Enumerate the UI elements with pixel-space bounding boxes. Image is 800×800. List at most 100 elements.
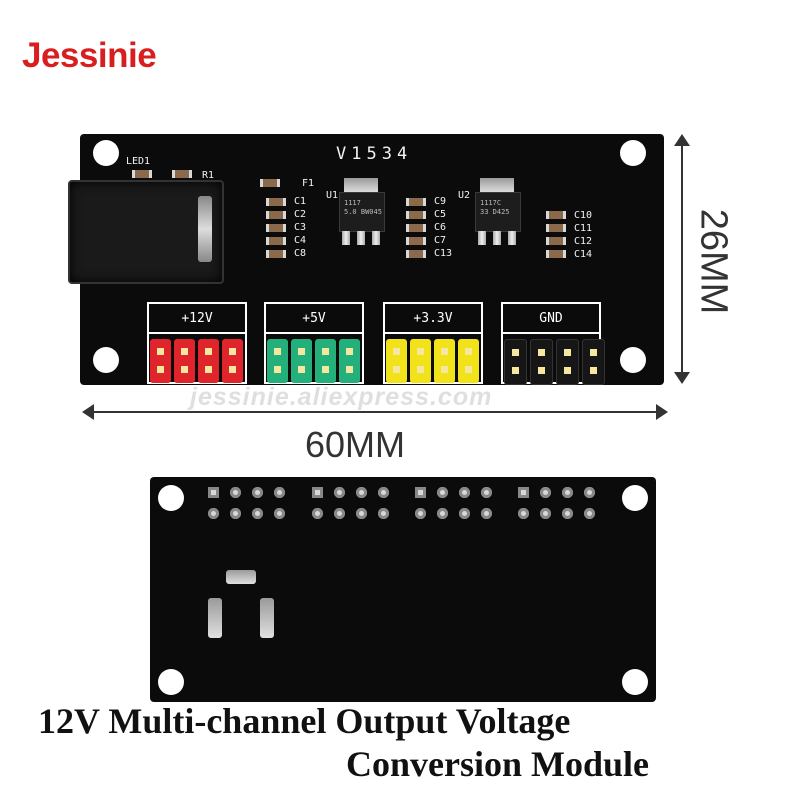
solder-pad [584,487,595,498]
product-title-line1: 12V Multi-channel Output Voltage [38,701,571,741]
solder-pad [230,508,241,519]
pin-header-5v[interactable] [267,339,360,383]
regulator-u1: 1117 5.0 BW045 [339,192,385,232]
u2-chip-marking: 1117C 33 D425 [480,199,510,216]
capacitor [266,237,286,245]
mounting-hole [620,140,646,166]
solder-pad [274,487,285,498]
capacitor [546,211,566,219]
mounting-hole [93,140,119,166]
solder-pad [562,508,573,519]
capacitor [406,224,426,232]
solder-pad [437,487,448,498]
u1-leg [372,231,380,245]
arrow-up-icon [674,134,690,146]
solder-pad [481,487,492,498]
mounting-hole [93,347,119,373]
width-dimension-label: 60MM [305,424,406,465]
arrow-right-icon [656,404,668,420]
capacitor [546,224,566,232]
dc-power-jack [68,180,224,284]
solder-pad [208,487,219,498]
jack-solder-pad [226,570,256,584]
u2-leg [478,231,486,245]
capacitor-labels-right: C10 C11 C12 C14 [574,210,592,261]
output-label-gnd: GND [501,302,601,334]
arrow-left-icon [82,404,94,420]
resistor-component [172,170,192,178]
header-pin [222,339,243,383]
cap-label: C7 [434,235,447,246]
cap-label: C3 [294,222,307,233]
output-label-5v: +5V [264,302,364,334]
solder-pad [378,487,389,498]
watermark: jessinie.aliexpress.com [190,383,493,411]
jack-barrel [198,196,212,262]
u1-label: U1 [326,190,339,201]
header-pin [291,339,312,383]
solder-pad [540,487,551,498]
header-pin [150,339,171,383]
cap-label: C8 [294,248,307,259]
solder-pad [274,508,285,519]
mounting-hole [620,347,646,373]
product-title-line2: Conversion Module [346,744,650,784]
capacitor [406,211,426,219]
output-label-12v: +12V [147,302,247,334]
jack-solder-pad [260,598,274,638]
solder-pad [312,487,323,498]
led-label: LED1 [126,156,151,167]
pin-header-12v[interactable] [150,339,243,383]
solder-pad [312,508,323,519]
solder-pad [584,508,595,519]
u1-heat-tab [344,178,378,192]
cap-label: C2 [294,209,307,220]
header-pin [458,339,479,383]
header-pin [174,339,195,383]
solder-pad [252,508,263,519]
regulator-u2: 1117C 33 D425 [475,192,521,232]
capacitor [266,198,286,206]
capacitor [266,224,286,232]
solder-pad [334,508,345,519]
brand-logo: Jessinie [22,36,157,75]
header-pin [530,339,553,385]
solder-pad [334,487,345,498]
solder-pad [415,487,426,498]
mounting-hole [622,669,648,695]
output-frame-5v [264,332,364,384]
pin-header-3v3[interactable] [386,339,479,383]
solder-pad [459,508,470,519]
cap-label: C11 [574,223,593,234]
width-dimension-line [92,411,659,413]
header-pin [504,339,527,385]
solder-pad [378,508,389,519]
u1-leg [342,231,350,245]
arrow-down-icon [674,372,690,384]
cap-label: C14 [574,249,593,260]
capacitor [406,250,426,258]
output-label-3v3: +3.3V [383,302,483,334]
pcb-bottom-view [150,477,656,702]
solder-pad [481,508,492,519]
header-pin [386,339,407,383]
solder-pad [230,487,241,498]
header-pin [267,339,288,383]
cap-label: C5 [434,209,447,220]
header-pin [582,339,605,385]
pin-header-gnd[interactable] [504,339,605,385]
capacitor [546,250,566,258]
board-version-label: V1534 [336,144,413,164]
header-pin [410,339,431,383]
cap-label: C4 [294,235,307,246]
fuse-label: F1 [302,178,315,189]
solder-pad [252,487,263,498]
solder-pad [540,508,551,519]
solder-pad [356,487,367,498]
capacitor [406,237,426,245]
cap-label: C9 [434,196,447,207]
solder-pad [518,508,529,519]
fuse-component [260,179,280,187]
solder-pad [562,487,573,498]
solder-pad [459,487,470,498]
